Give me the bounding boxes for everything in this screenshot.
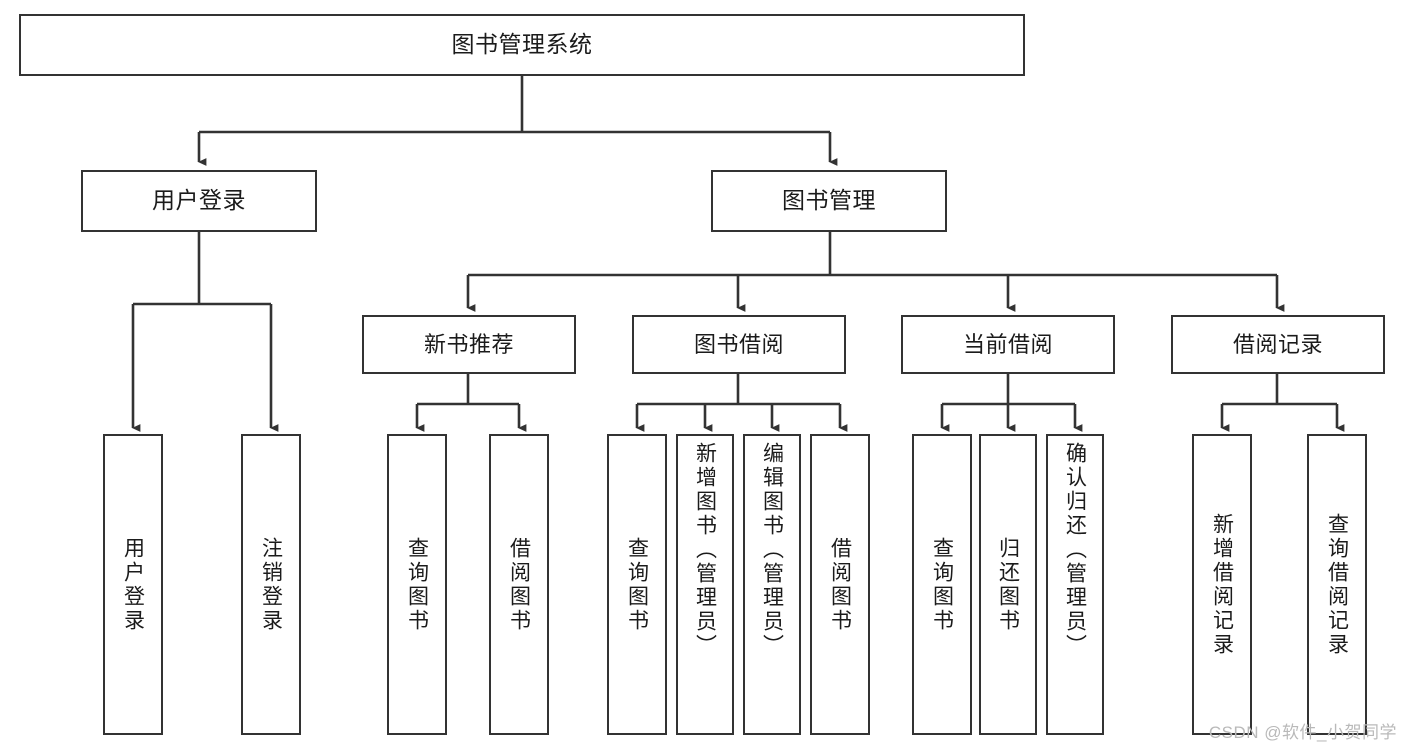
node-user-login[interactable]: 用户登录: [81, 170, 317, 232]
node-label: 编辑图书（管理员）: [760, 442, 784, 658]
node-leaf-add-book[interactable]: 新增图书（管理员）: [676, 434, 734, 735]
node-leaf-query-book-3[interactable]: 查询图书: [912, 434, 972, 735]
node-label: 注销登录: [259, 536, 283, 633]
node-book-management[interactable]: 图书管理: [711, 170, 947, 232]
node-leaf-query-book-2[interactable]: 查询图书: [607, 434, 667, 735]
node-label: 查询图书: [930, 536, 954, 633]
node-root-book-management-system[interactable]: 图书管理系统: [19, 14, 1025, 76]
node-leaf-user-login[interactable]: 用户登录: [103, 434, 163, 735]
node-book-borrow[interactable]: 图书借阅: [632, 315, 846, 374]
node-label: 查询图书: [405, 536, 429, 633]
csdn-watermark: CSDN @软件_小贺同学: [1208, 723, 1397, 742]
node-leaf-return-book[interactable]: 归还图书: [979, 434, 1037, 735]
node-label: 图书借阅: [693, 331, 784, 357]
node-label: 借阅记录: [1232, 331, 1323, 357]
node-label: 新书推荐: [423, 331, 514, 357]
node-leaf-query-record[interactable]: 查询借阅记录: [1307, 434, 1367, 735]
node-leaf-query-book-1[interactable]: 查询图书: [387, 434, 447, 735]
node-label: 查询图书: [625, 536, 649, 633]
node-label: 确认归还（管理员）: [1063, 442, 1087, 658]
node-leaf-confirm-return[interactable]: 确认归还（管理员）: [1046, 434, 1104, 735]
node-borrow-record[interactable]: 借阅记录: [1171, 315, 1385, 374]
node-leaf-add-record[interactable]: 新增借阅记录: [1192, 434, 1252, 735]
node-label: 查询借阅记录: [1325, 512, 1349, 657]
node-label: 归还图书: [996, 536, 1020, 633]
node-label: 新增图书（管理员）: [693, 442, 717, 658]
node-leaf-user-logout[interactable]: 注销登录: [241, 434, 301, 735]
node-label: 新增借阅记录: [1210, 512, 1234, 657]
node-label: 用户登录: [121, 536, 145, 633]
node-current-borrow[interactable]: 当前借阅: [901, 315, 1115, 374]
node-leaf-borrow-book-2[interactable]: 借阅图书: [810, 434, 870, 735]
node-label: 图书管理: [782, 187, 876, 214]
node-label: 借阅图书: [507, 536, 531, 633]
node-leaf-borrow-book-1[interactable]: 借阅图书: [489, 434, 549, 735]
node-label: 图书管理系统: [451, 31, 593, 58]
node-label: 当前借阅: [962, 331, 1053, 357]
node-label: 借阅图书: [828, 536, 852, 633]
node-leaf-edit-book[interactable]: 编辑图书（管理员）: [743, 434, 801, 735]
node-label: 用户登录: [152, 187, 246, 214]
node-new-book-recommend[interactable]: 新书推荐: [362, 315, 576, 374]
